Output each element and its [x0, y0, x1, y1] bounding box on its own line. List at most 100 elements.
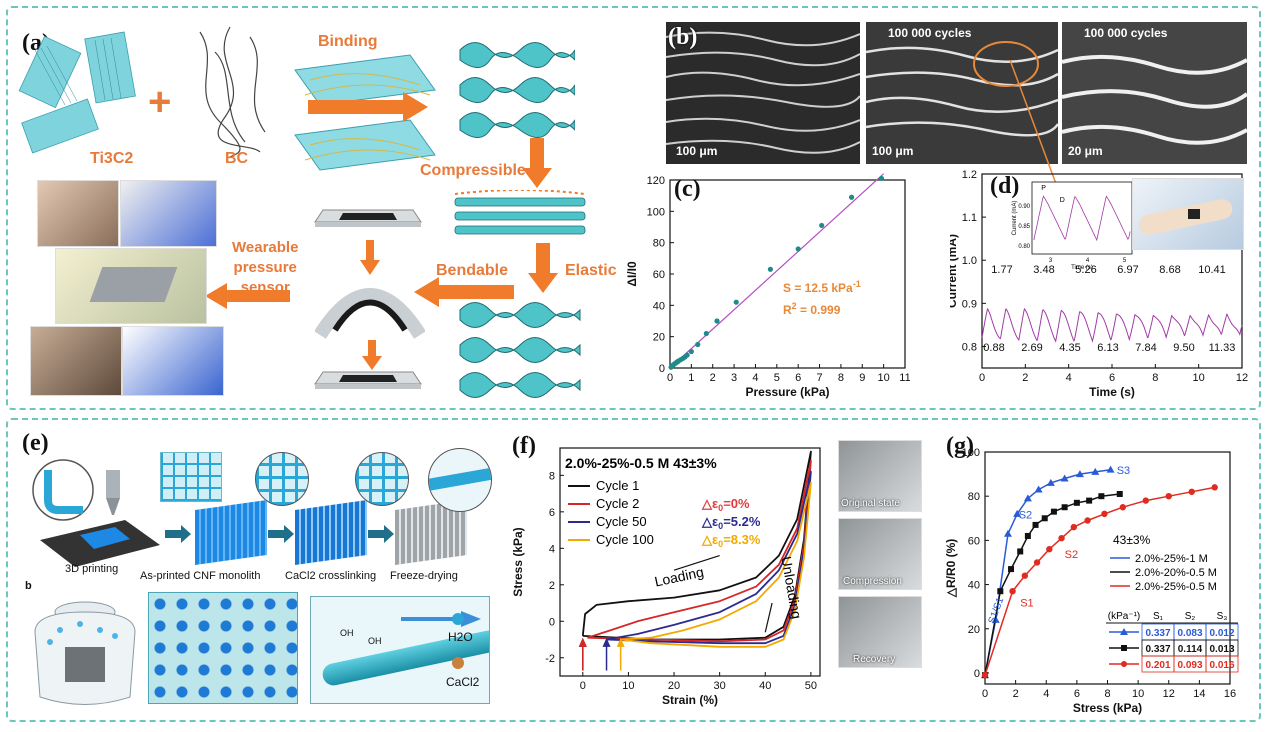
- x-tick-label: 20: [668, 680, 680, 692]
- x-tick-label: 1: [688, 372, 694, 384]
- photo-arm-elbow: [37, 180, 119, 247]
- wavy-layers-bottom: [459, 302, 581, 398]
- inset-x-tick-label: 5: [1123, 258, 1127, 264]
- data-point: [1023, 494, 1032, 502]
- table-header: (kPa⁻¹): [1108, 611, 1141, 622]
- inset-x-tick-label: 3: [1049, 258, 1053, 264]
- binding-arrow: [308, 92, 428, 122]
- x-tick-label: 4: [1066, 372, 1072, 384]
- sensor-device-pad: [89, 267, 178, 302]
- cnf-zoom-square: [160, 452, 222, 502]
- x-tick-label: 10: [1193, 372, 1205, 384]
- y-tick-label: 8: [549, 470, 555, 482]
- x-tick-label: 4: [752, 372, 758, 384]
- y-tick-label: 120: [647, 175, 665, 187]
- data-point: [684, 352, 690, 358]
- data-point: [1188, 488, 1195, 495]
- x-axis-title: Pressure (kPa): [745, 385, 829, 399]
- y-tick-label: 20: [653, 332, 665, 344]
- x-tick-label: 0: [979, 372, 985, 384]
- legend-entry: Cycle 50: [596, 514, 647, 529]
- inset-peak-p-label: P: [1041, 185, 1046, 192]
- elastic-arrow-down: [528, 243, 558, 293]
- data-point: [1013, 509, 1022, 517]
- oh-label-1: OH: [340, 628, 354, 638]
- flat-device-top: [314, 209, 422, 227]
- plot-frame: [559, 447, 821, 677]
- y-axis-title: ΔI/I0: [625, 261, 639, 287]
- table-cell: 0.012: [1209, 628, 1234, 639]
- nozzle-zoom-circle: [32, 459, 94, 521]
- data-point: [1075, 470, 1084, 478]
- step-3d-printing: 3D printing: [65, 563, 119, 575]
- data-point: [1033, 559, 1041, 566]
- bendable-arrow-left: [414, 277, 514, 307]
- sem-3-caption: 100 000 cycles: [1084, 26, 1168, 40]
- data-point: [1086, 497, 1093, 504]
- legend-entry: Cycle 100: [596, 532, 654, 547]
- r2-prefix: R: [783, 303, 792, 317]
- ti3c2-label: Ti3C2: [90, 150, 134, 167]
- e-arrow-2: [268, 525, 294, 543]
- valley-time-label: 0.88: [983, 342, 1004, 354]
- y-tick-label: 6: [549, 507, 555, 519]
- x-tick-label: 50: [805, 680, 817, 692]
- sem-1-scale: 100 μm: [676, 144, 718, 158]
- chart-c-annotation: S = 12.5 kPa-1 R2 = 0.999: [783, 275, 861, 319]
- x-axis-title: Strain (%): [662, 693, 718, 707]
- wearable-line-1: Wearable: [232, 239, 299, 256]
- peak-time-label: 10.41: [1198, 264, 1226, 276]
- bc-fibers-illustration: [199, 26, 266, 158]
- inset-peak-d-label: D: [1060, 197, 1065, 204]
- plus-sign: +: [148, 80, 172, 124]
- x-tick-label: 8: [838, 372, 844, 384]
- h2o-icon: [452, 613, 464, 625]
- legend-entry: 2.0%-25%-0.5 M: [1135, 581, 1217, 593]
- valley-time-label: 9.50: [1173, 342, 1194, 354]
- unloading-arrow: [764, 602, 773, 633]
- photo-wrist: [122, 326, 224, 396]
- peak-time-label: 3.48: [1033, 264, 1054, 276]
- cross-section-grid: [148, 592, 298, 704]
- residual-value: =5.2%: [723, 514, 761, 529]
- inset-y-title: Current (mA): [1012, 201, 1018, 236]
- y-tick-label: 0.9: [962, 298, 977, 310]
- residual-arrowhead: [616, 637, 625, 647]
- data-point: [997, 588, 1004, 595]
- residual-value: =8.3%: [723, 532, 761, 547]
- sem-image-3: [1062, 22, 1247, 164]
- x-axis-title: Time (s): [1089, 385, 1135, 399]
- data-point: [767, 266, 774, 272]
- x-tick-label: 9: [859, 372, 865, 384]
- table-cell: 0.114: [1178, 644, 1203, 655]
- loading-arrow: [673, 555, 720, 571]
- data-point: [1060, 474, 1069, 482]
- data-point: [714, 318, 720, 324]
- residual-sub: 0: [718, 503, 723, 513]
- peak-time-label: 6.97: [1117, 264, 1138, 276]
- freeze-zoom-circle: [355, 452, 409, 506]
- data-point: [1032, 521, 1039, 528]
- data-point: [1024, 532, 1031, 539]
- peak-time-label: 1.77: [991, 264, 1012, 276]
- sensitivity-prefix: S = 12.5 kPa: [783, 281, 853, 295]
- data-point: [1046, 478, 1055, 486]
- sem-image-1: [666, 22, 860, 164]
- residual-prefix: △ε: [701, 532, 718, 547]
- f-photo-column: Original state Compression Recovery: [838, 440, 922, 668]
- sem-image-2: [866, 22, 1058, 164]
- x-tick-label: 0: [667, 372, 673, 384]
- legend-entry: 2.0%-20%-0.5 M: [1135, 567, 1217, 579]
- table-cell: 0.093: [1177, 660, 1202, 671]
- y-tick-label: 60: [653, 269, 665, 281]
- sensor-on-arm: [1188, 209, 1200, 219]
- step-as-printed: As-printed CNF monolith: [140, 570, 261, 582]
- legend-entry: 2.0%-25%-1 M: [1135, 553, 1208, 565]
- x-tick-label: 2: [710, 372, 716, 384]
- panel-d-label: (d): [990, 173, 1020, 199]
- data-point: [819, 222, 825, 229]
- compressed-layers: [454, 190, 586, 235]
- photo-compression-caption: Compression: [843, 576, 902, 587]
- y-tick-label: 20: [968, 624, 980, 636]
- photo-compression: Compression: [838, 518, 922, 590]
